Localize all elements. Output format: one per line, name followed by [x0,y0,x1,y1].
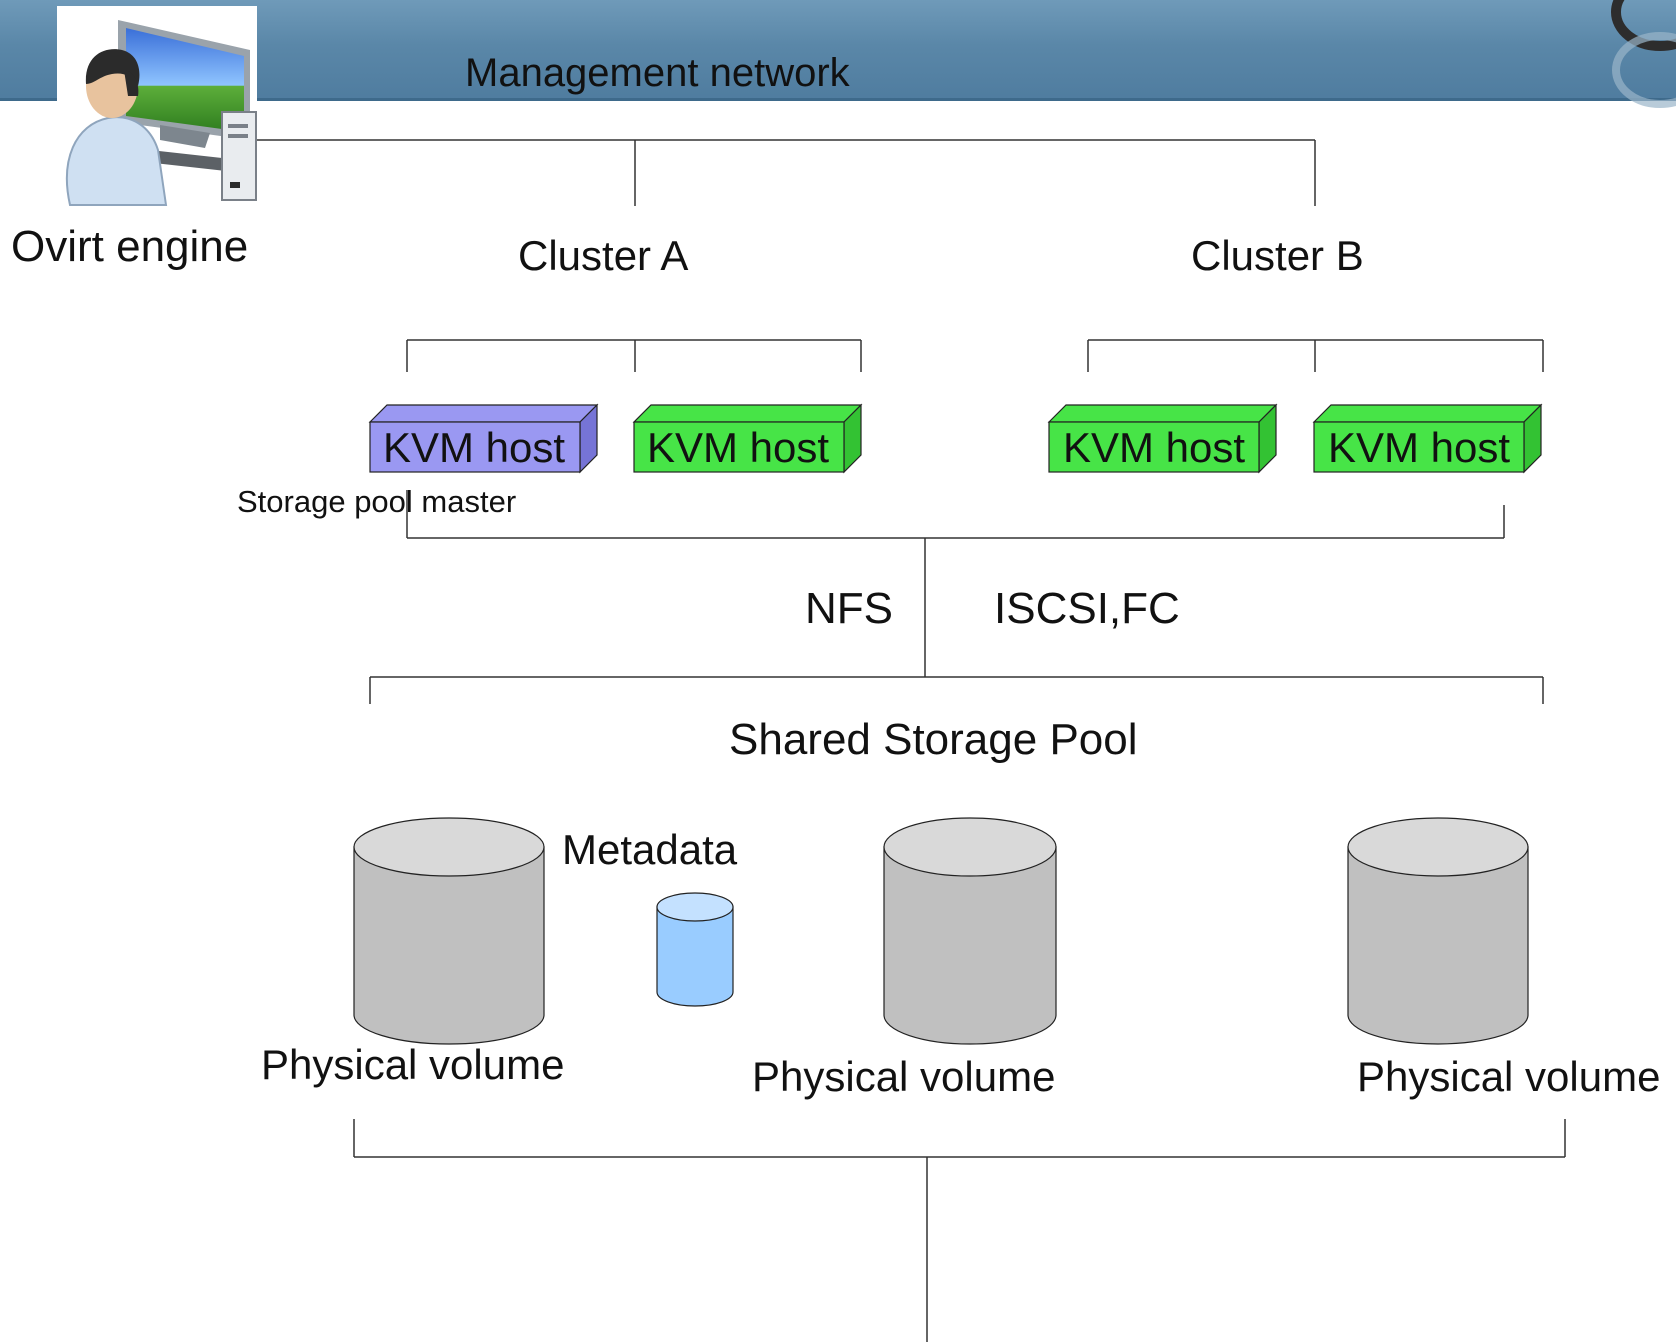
shared-storage-pool-label: Shared Storage Pool [729,715,1138,764]
connector-lines [257,139,1566,1342]
iscsi-fc-label: ISCSI,FC [994,584,1180,633]
kvm-host-label: KVM host [383,424,566,471]
kvm-hosts [368,403,1543,474]
management-network-label: Management network [465,51,850,95]
kvm-host-label: KVM host [647,424,830,471]
physical-volume-label: Physical volume [1357,1053,1661,1100]
metadata-cylinder [656,892,734,1007]
header-bar [0,0,1676,101]
physical-volume-cylinder [353,817,545,1045]
metadata-label: Metadata [562,826,738,873]
storage-pool-master-label: Storage pool master [237,484,517,519]
cluster-b-label: Cluster B [1191,232,1364,279]
physical-volume-label: Physical volume [261,1041,565,1088]
logo-fragment [1611,0,1676,108]
kvm-host-label: KVM host [1063,424,1246,471]
ovirt-engine-label: Ovirt engine [11,222,249,271]
physical-volume-label: Physical volume [752,1053,1056,1100]
physical-volume-cylinder [883,817,1057,1045]
workstation-icon [57,6,257,206]
metadata-volume [656,892,734,1007]
physical-volume-cylinder [1347,817,1529,1045]
nfs-label: NFS [805,584,893,633]
kvm-host-box [632,403,863,474]
kvm-host-label: KVM host [1328,424,1511,471]
physical-volumes [353,817,1529,1045]
kvm-host-box [1047,403,1278,474]
kvm-host-box [368,403,599,474]
kvm-host-box [1312,403,1543,474]
cluster-a-label: Cluster A [518,232,689,279]
